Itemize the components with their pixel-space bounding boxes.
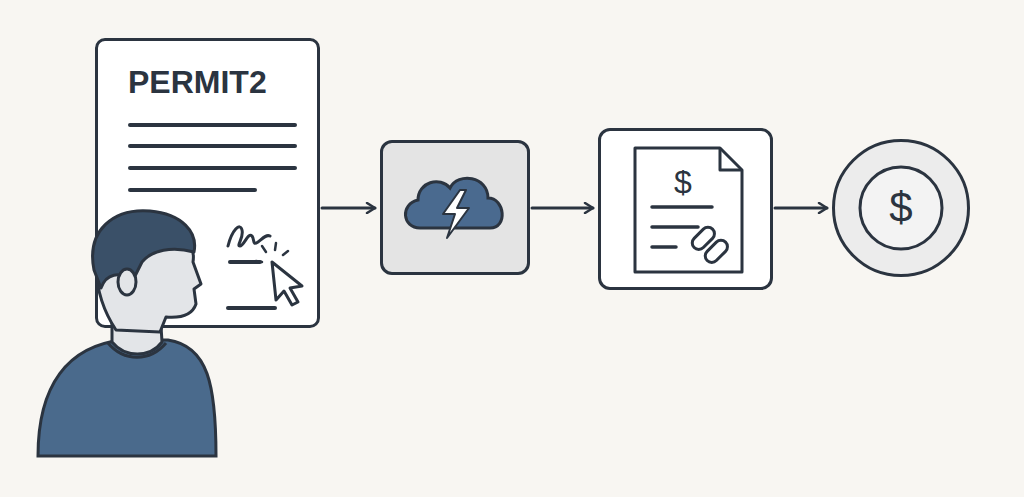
flow-arrow [322, 207, 375, 210]
currency-symbol: $ [674, 166, 692, 198]
document-title: PERMIT2 [128, 66, 267, 98]
invoice-box: $ [598, 128, 773, 290]
person-collar [108, 343, 166, 357]
process-box [380, 140, 530, 275]
coin-fill [833, 140, 969, 276]
person-hair [93, 211, 195, 288]
currency-symbol: $ [889, 187, 912, 229]
lightning-icon [443, 190, 469, 238]
document-lines [130, 125, 295, 308]
person-body [38, 340, 216, 456]
person-neck [112, 300, 162, 354]
cursor-icon [272, 262, 302, 305]
coin-circle: $ [832, 139, 970, 277]
document-fill [95, 38, 320, 328]
flow-arrow [532, 207, 593, 210]
chain-link-icon [690, 225, 731, 266]
invoice-icon [635, 148, 742, 272]
box-fill [380, 140, 530, 275]
permit-document: PERMIT2 [95, 38, 320, 328]
person-ear [118, 269, 136, 295]
person-head [96, 218, 201, 332]
coin-inner-ring [860, 167, 942, 249]
signature [228, 227, 270, 246]
click-sparkle [256, 243, 288, 262]
page-fold [720, 148, 742, 170]
flow-arrow [775, 207, 827, 210]
box-fill [598, 128, 773, 290]
